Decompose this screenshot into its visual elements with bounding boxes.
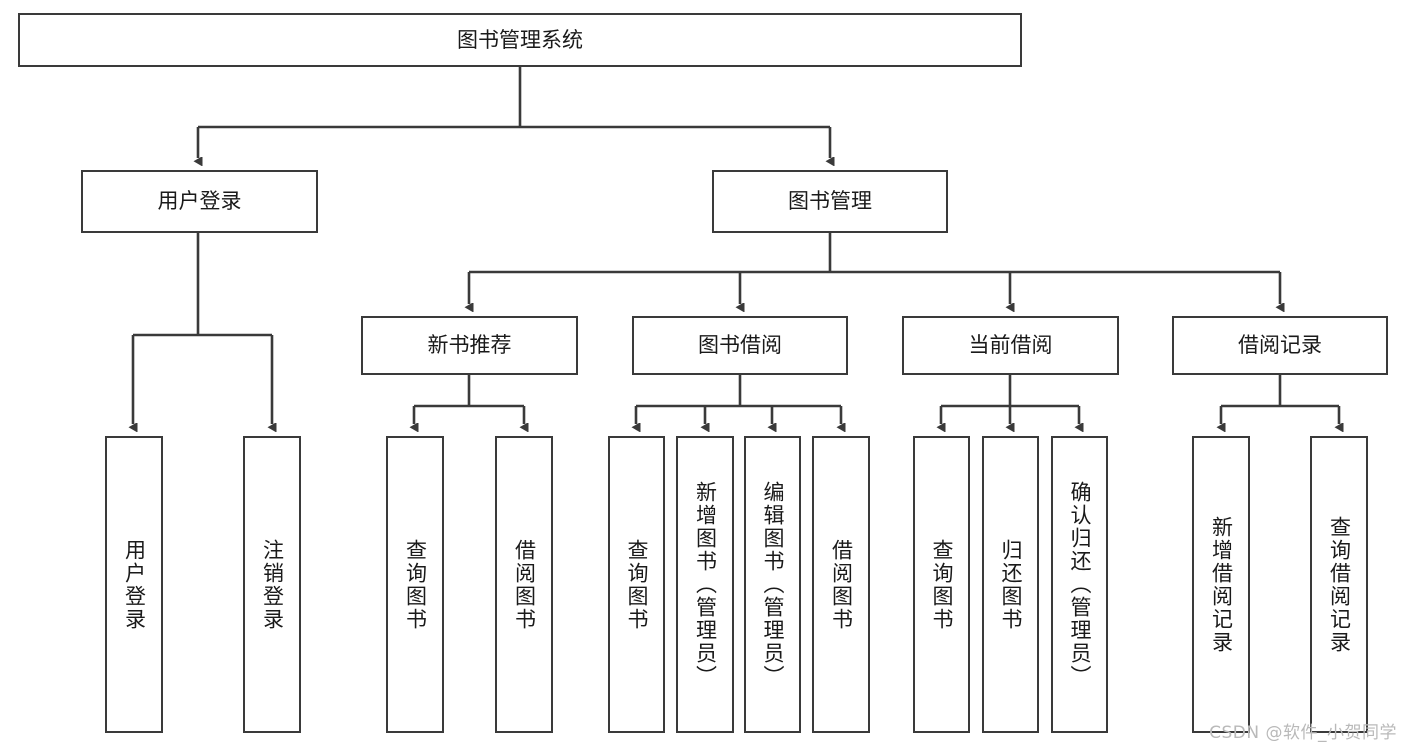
leaf-recommend-query-book[interactable]: 查询图书 <box>386 436 444 733</box>
leaf-current-confirm-return-label: 确认归还（管理员） <box>1068 481 1092 688</box>
leaf-current-query-book[interactable]: 查询图书 <box>913 436 970 733</box>
leaf-current-return-book-label: 归还图书 <box>999 538 1023 631</box>
node-book-management-label: 图书管理 <box>788 189 872 214</box>
leaf-recommend-borrow-book[interactable]: 借阅图书 <box>495 436 553 733</box>
leaf-borrow-query-book-label: 查询图书 <box>625 538 649 631</box>
node-root-label: 图书管理系统 <box>457 27 583 52</box>
leaf-borrow-add-book-label: 新增图书（管理员） <box>693 481 718 688</box>
node-book-borrow-label: 图书借阅 <box>698 333 782 358</box>
node-new-book-recommend[interactable]: 新书推荐 <box>361 316 578 375</box>
leaf-user-logout[interactable]: 注销登录 <box>243 436 301 733</box>
node-borrow-records[interactable]: 借阅记录 <box>1172 316 1388 375</box>
leaf-records-add-record-label: 新增借阅记录 <box>1209 515 1234 654</box>
leaf-records-query-record-label: 查询借阅记录 <box>1327 515 1352 654</box>
leaf-borrow-edit-book-label: 编辑图书（管理员） <box>761 481 785 688</box>
leaf-records-query-record[interactable]: 查询借阅记录 <box>1310 436 1368 733</box>
node-new-book-recommend-label: 新书推荐 <box>427 333 512 358</box>
leaf-recommend-query-book-label: 查询图书 <box>403 538 428 631</box>
leaf-user-login-label: 用户登录 <box>122 538 147 631</box>
node-book-management[interactable]: 图书管理 <box>712 170 948 233</box>
node-current-borrow-label: 当前借阅 <box>968 333 1053 358</box>
node-user-login[interactable]: 用户登录 <box>81 170 318 233</box>
node-borrow-records-label: 借阅记录 <box>1238 333 1322 358</box>
leaf-borrow-edit-book[interactable]: 编辑图书（管理员） <box>744 436 801 733</box>
leaf-current-query-book-label: 查询图书 <box>930 538 954 631</box>
leaf-borrow-borrow-book-label: 借阅图书 <box>829 538 854 631</box>
leaf-borrow-borrow-book[interactable]: 借阅图书 <box>812 436 870 733</box>
leaf-user-logout-label: 注销登录 <box>260 538 285 631</box>
leaf-records-add-record[interactable]: 新增借阅记录 <box>1192 436 1250 733</box>
node-user-login-label: 用户登录 <box>157 189 242 214</box>
leaf-borrow-query-book[interactable]: 查询图书 <box>608 436 665 733</box>
node-root[interactable]: 图书管理系统 <box>18 13 1022 67</box>
node-book-borrow[interactable]: 图书借阅 <box>632 316 848 375</box>
node-current-borrow[interactable]: 当前借阅 <box>902 316 1119 375</box>
leaf-borrow-add-book[interactable]: 新增图书（管理员） <box>676 436 734 733</box>
leaf-current-return-book[interactable]: 归还图书 <box>982 436 1039 733</box>
leaf-user-login[interactable]: 用户登录 <box>105 436 163 733</box>
leaf-recommend-borrow-book-label: 借阅图书 <box>512 538 537 631</box>
csdn-watermark: CSDN @软件_小贺同学 <box>1209 723 1397 743</box>
leaf-current-confirm-return[interactable]: 确认归还（管理员） <box>1051 436 1108 733</box>
